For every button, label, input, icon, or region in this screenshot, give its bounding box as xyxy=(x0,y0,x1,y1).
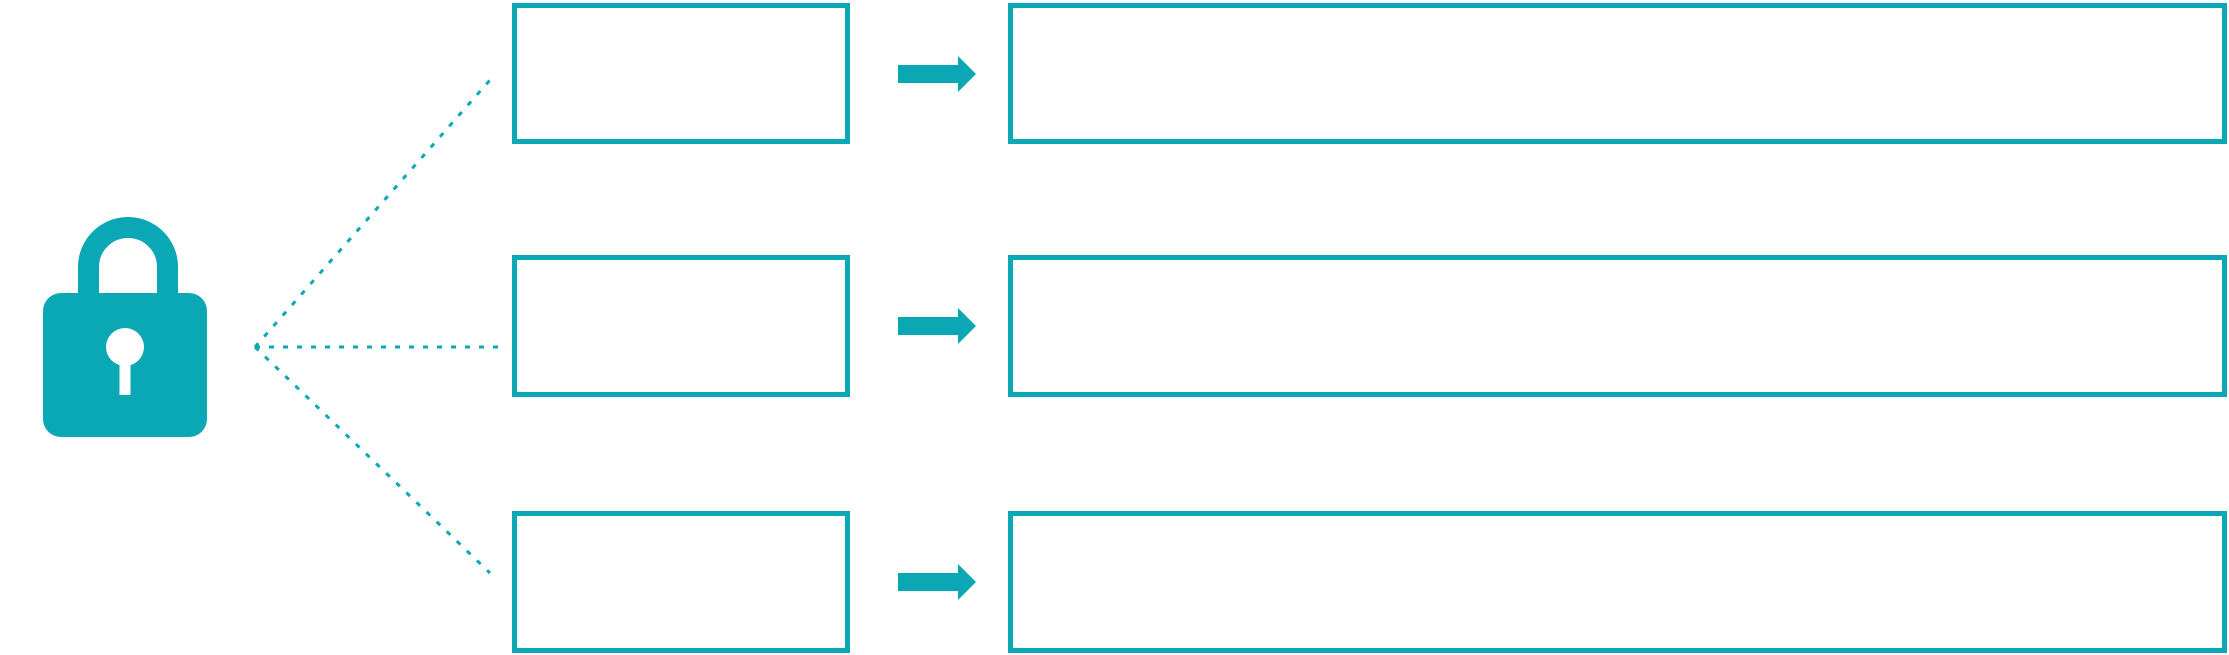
diagram-row xyxy=(0,511,2229,653)
target-box xyxy=(1008,3,2227,144)
lock-keyhole-icon xyxy=(106,328,144,366)
arrow-right-icon xyxy=(898,55,976,92)
target-box xyxy=(1008,255,2227,397)
source-box xyxy=(512,255,850,397)
diagram-row xyxy=(0,255,2229,397)
arrow-right-icon xyxy=(898,308,976,344)
arrow-right-icon xyxy=(898,564,976,600)
lock-shackle xyxy=(78,217,178,309)
lock-icon xyxy=(43,217,207,437)
lock-keyhole-stem xyxy=(119,359,131,395)
source-box xyxy=(512,3,850,144)
diagram-row xyxy=(0,3,2229,144)
source-box xyxy=(512,511,850,653)
target-box xyxy=(1008,511,2227,653)
